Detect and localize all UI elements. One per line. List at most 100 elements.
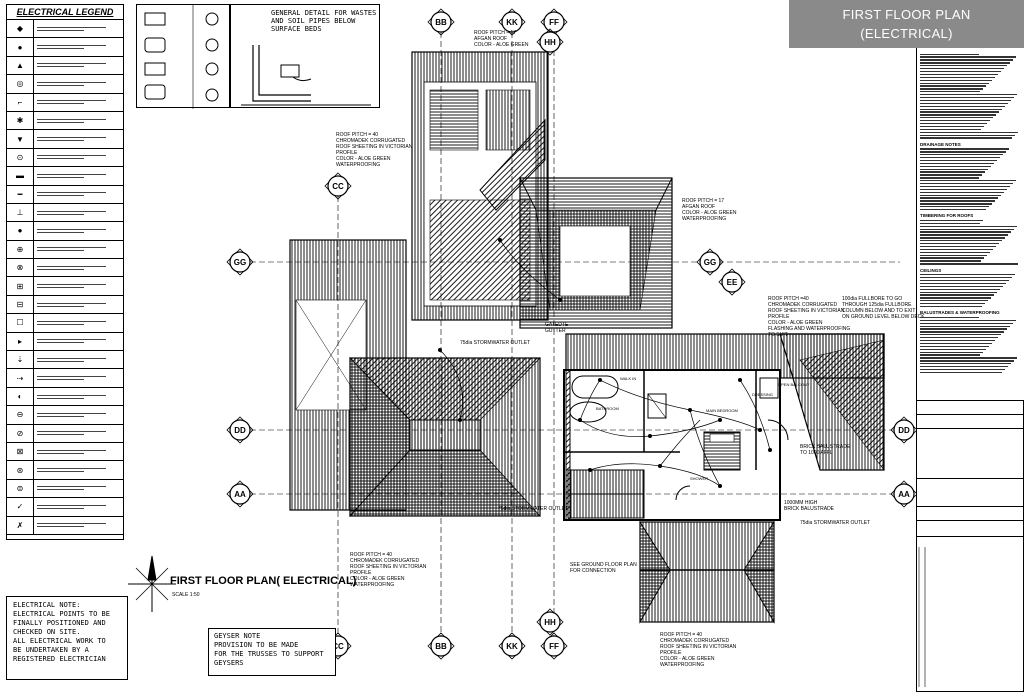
roof-annotation: PROFILE (660, 650, 682, 656)
svg-text:GG: GG (704, 258, 716, 267)
legend-description (34, 319, 123, 327)
legend-row: ✗ (7, 516, 123, 535)
roof-annotation: TO SUIT (768, 332, 788, 338)
roof-annotation: ROOF SHEETING IN VICTORIAN (350, 564, 427, 570)
svg-text:KK: KK (506, 18, 518, 27)
svg-text:HH: HH (544, 618, 556, 627)
roof-annotation: WATERPROOFING (660, 662, 704, 668)
legend-symbol-icon: ✓ (7, 498, 34, 516)
legend-symbol-icon: ⊞ (7, 277, 34, 295)
legend-description (34, 448, 123, 456)
legend-symbol-icon: ☐ (7, 314, 34, 332)
legend-description (34, 264, 123, 272)
legend-description (34, 172, 123, 180)
legend-symbol-icon: ⌐ (7, 93, 34, 111)
banner-line-1: FIRST FLOOR PLAN (842, 7, 971, 22)
legend-row: ▲ (7, 56, 123, 76)
legend-row: ⊠ (7, 442, 123, 462)
stormwater-annotation: 75dia STORMWATER OUTLET (498, 506, 568, 512)
stormwater-annotation: 75dia STORMWATER OUTLET (460, 340, 530, 346)
legend-description (34, 98, 123, 106)
legend-title: ELECTRICAL LEGEND (7, 5, 123, 20)
roof-annotation: ROOF PITCH = 40 (350, 552, 392, 558)
legend-symbol-icon: ⊠ (7, 442, 34, 461)
tb-revision-grid (918, 547, 926, 687)
legend-symbol-icon: ⇣ (7, 351, 34, 369)
roof-annotation: CHROMADEK CORRUGATED (350, 558, 419, 564)
legend-symbol-icon: ⊖ (7, 406, 34, 424)
notes-heading: CEILINGS (920, 267, 942, 273)
legend-description (34, 411, 123, 419)
legend-row: ⇢ (7, 369, 123, 388)
legend-row: ⊖ (7, 406, 123, 425)
tb-dates-row (917, 507, 1023, 521)
legend-description (34, 282, 123, 290)
legend-row: ⊙ (7, 148, 123, 168)
roof-annotation: ROOF PITCH = 17 (474, 30, 516, 36)
grid-bubble-inner: DD (890, 416, 918, 444)
legend-symbol-icon: ━ (7, 185, 34, 203)
svg-text:FF: FF (549, 642, 559, 651)
fullbore-annotation: COLUMN BELOW AND TO EXIT (842, 308, 915, 314)
roof-annotation: COLOR - ALOE GREEN (336, 156, 391, 162)
legend-row: ⊞ (7, 277, 123, 296)
legend-symbol-icon: ◎ (7, 75, 34, 93)
legend-symbol-icon: ⊜ (7, 479, 34, 498)
notes-heading: TIMBERING FOR ROOFS (920, 213, 974, 219)
legend-row: ▬ (7, 167, 123, 186)
roof-annotation: COLOR - ALOE GREEN (768, 320, 823, 326)
roof-annotation: ROOF SHEETING IN VICTORIAN (768, 308, 845, 314)
legend-symbol-icon: ▲ (7, 56, 34, 75)
legend-description (34, 153, 123, 161)
legend-symbol-icon: ⊟ (7, 295, 34, 314)
electrical-legend: ELECTRICAL LEGEND ◆●▲◎⌐✱▼⊙▬━⊥●⊕⊗⊞⊟☐▸⇣⇢◐⊖… (6, 4, 124, 540)
grid-bubble-top: KK (498, 8, 526, 36)
notes-heading: BALUSTRADES & WATERPROOFING (920, 310, 1000, 316)
legend-description (34, 135, 123, 143)
room-label: OPEN BALCONY (778, 382, 810, 387)
roof-annotation: WATERPROOFING (682, 216, 726, 222)
legend-row: ⊘ (7, 424, 123, 443)
electrical-note: ELECTRICAL NOTE: ELECTRICAL POINTS TO BE… (6, 596, 128, 680)
legend-row: ◆ (7, 20, 123, 39)
grid-bubble-left: GG (226, 248, 254, 276)
balustrade-annotation: 1000MM HIGH (784, 500, 818, 506)
svg-text:GG: GG (234, 258, 246, 267)
legend-description (34, 374, 123, 382)
legend-symbol-icon: ● (7, 222, 34, 240)
balustrade-annotation: BRICK BALUSTRADE (800, 444, 851, 450)
tb-number-row (917, 521, 1023, 537)
geyser-note: GEYSER NOTE PROVISION TO BE MADE FOR THE… (208, 628, 336, 676)
grid-bubble-left: AA (226, 480, 254, 508)
legend-symbol-icon: ⊗ (7, 259, 34, 277)
banner-line-2: (ELECTRICAL) (860, 26, 953, 41)
legend-description (34, 80, 123, 88)
legend-symbol-icon: ▬ (7, 167, 34, 185)
roof-annotation: ROOF SHEETING IN VICTORIAN (660, 644, 737, 650)
legend-symbol-icon: ⊙ (7, 148, 34, 167)
legend-row: ◎ (7, 75, 123, 94)
legend-symbol-icon: ✗ (7, 516, 34, 534)
grid-bubble-left: DD (226, 416, 254, 444)
legend-description (34, 337, 123, 345)
svg-text:KK: KK (506, 642, 518, 651)
roof-annotation: COLOR - ALOE GREEN (660, 656, 715, 662)
downpipe-annotation: GUTTER (545, 328, 566, 334)
tb-blank-row (917, 429, 1023, 479)
room-label: SHOWER (690, 476, 708, 481)
legend-description (34, 117, 123, 125)
tb-drawing-row (917, 479, 1023, 507)
grid-bubble-bottom: BB (427, 632, 455, 660)
grid-bubble-inner: CC (324, 172, 352, 200)
legend-description (34, 393, 123, 401)
room-label: MAIN BEDROOM (706, 408, 738, 413)
roof-annotation: COLOR - ALOE GREEN (474, 42, 529, 48)
room-label: WALK IN (620, 376, 636, 381)
legend-row: ⊥ (7, 203, 123, 223)
roof-bottom-wing (639, 520, 775, 624)
fixture-symbols-box (136, 4, 230, 109)
legend-description (34, 301, 123, 309)
